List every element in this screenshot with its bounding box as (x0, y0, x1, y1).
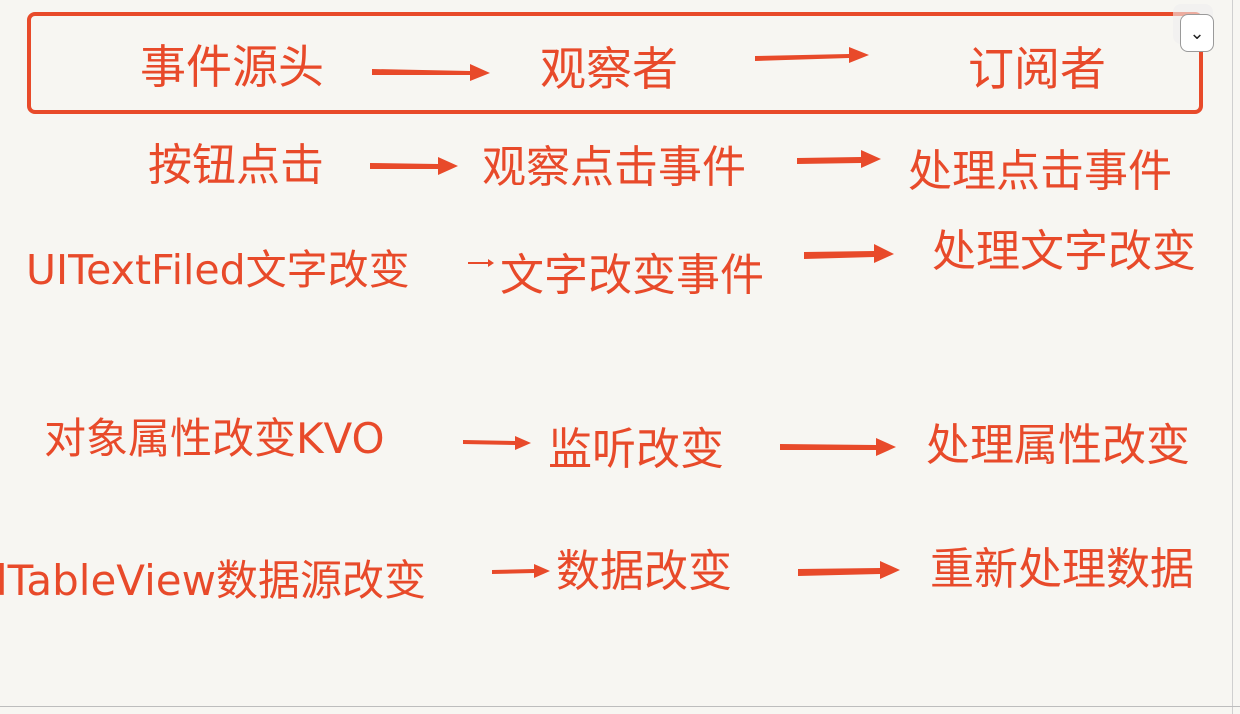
bottom-edge-line (0, 706, 1240, 707)
arrow-icon (798, 561, 900, 579)
dropdown-button[interactable]: ⌄ (1180, 14, 1214, 52)
row2-source: UITextFiled文字改变 (26, 246, 410, 294)
row1-arrow-2 (797, 149, 881, 171)
chevron-down-icon: ⌄ (1189, 22, 1205, 44)
row3-source: 对象属性改变KVO (44, 414, 385, 463)
row4-observe: 数据改变 (556, 546, 732, 597)
header-box (27, 12, 1203, 114)
header-arrow-1 (372, 61, 490, 83)
row2-arrow-1 (468, 258, 494, 280)
row3-observe: 监听改变 (548, 424, 724, 475)
row3-handle: 处理属性改变 (926, 420, 1190, 471)
row4-source: lTableView数据源改变 (0, 556, 426, 605)
row1-arrow-1 (370, 155, 458, 177)
arrow-icon (797, 150, 881, 168)
arrow-icon (804, 244, 894, 263)
header-subscriber: 订阅者 (968, 42, 1106, 96)
row4-arrow-1 (492, 562, 550, 584)
arrow-icon (370, 157, 458, 175)
header-observer: 观察者 (540, 42, 678, 96)
row1-handle: 处理点击事件 (908, 146, 1172, 197)
row2-arrow-2 (804, 243, 894, 265)
arrow-icon (463, 436, 531, 450)
row1-observe: 观察点击事件 (482, 142, 746, 193)
row1-source: 按钮点击 (148, 140, 324, 191)
row4-handle: 重新处理数据 (930, 544, 1194, 595)
header-arrow-2 (755, 45, 869, 67)
header-event-source: 事件源头 (140, 40, 324, 94)
arrow-icon (780, 438, 896, 456)
row2-observe: 文字改变事件 (500, 250, 764, 301)
row3-arrow-1 (463, 433, 531, 455)
row3-arrow-2 (780, 436, 896, 458)
arrow-icon (755, 47, 869, 63)
arrow-icon (492, 564, 550, 578)
arrow-icon (468, 259, 494, 267)
arrow-icon (372, 64, 490, 81)
row4-arrow-2 (798, 560, 900, 582)
row2-handle: 处理文字改变 (932, 226, 1196, 277)
right-edge-line (1232, 0, 1233, 714)
